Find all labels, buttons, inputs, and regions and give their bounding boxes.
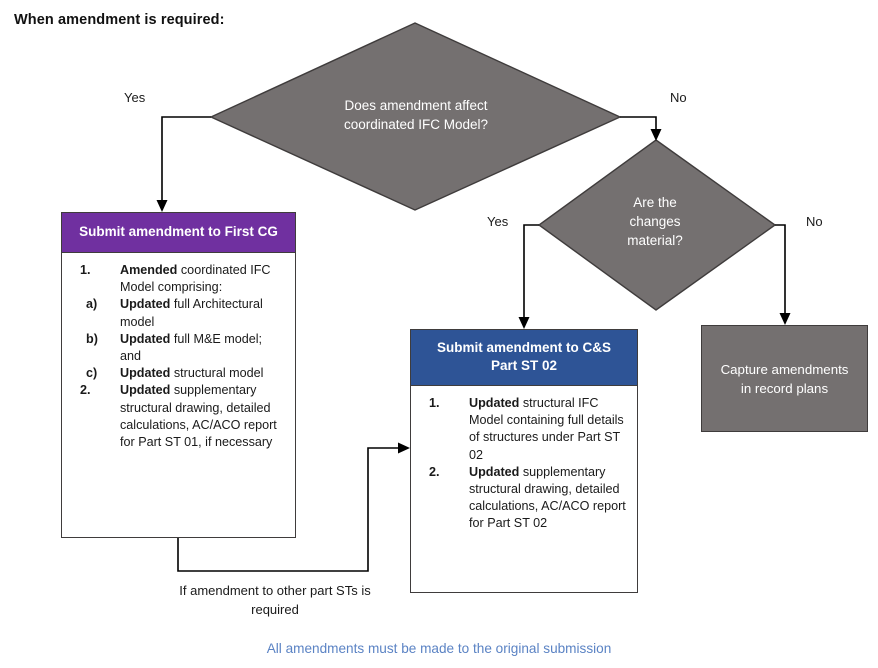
requirement-subitem: c) Updated structural model <box>72 365 285 382</box>
requirement-item-text: Updated supplementary structural drawing… <box>120 383 277 450</box>
arrowhead-yes-to-first-cg <box>156 200 168 212</box>
requirement-list-cs-st02: 1. Updated structural IFC Model containin… <box>421 395 627 533</box>
requirement-item-marker: 1. <box>80 263 91 277</box>
requirement-subitem-text: Updated full M&E model; and <box>120 331 263 364</box>
arrowhead-no-to-capture <box>779 313 791 325</box>
requirement-item-text: Updated supplementary structural drawing… <box>469 464 626 531</box>
process-box-cs-st02-header: Submit amendment to C&S Part ST 02 <box>411 330 637 386</box>
process-box-cs-st02-body: 1. Updated structural IFC Model containin… <box>411 386 637 541</box>
process-box-first-cg-body: 1. Amended coordinated IFC Model comprisi… <box>62 253 295 459</box>
requirement-item: 2. Updated supplementary structural drawi… <box>421 464 627 533</box>
terminal-box-capture-amendments: Capture amendments in record plans <box>701 325 868 432</box>
page-title: When amendment is required: <box>14 12 225 28</box>
connector-caption-loopback: If amendment to other part STs is requir… <box>179 583 371 617</box>
requirement-item-text: Amended coordinated IFC Model comprising… <box>120 263 271 295</box>
requirement-keyword: Updated <box>120 331 171 346</box>
arrowhead-yes-to-cs-st02 <box>518 317 530 329</box>
requirement-keyword: Updated <box>120 383 171 398</box>
requirement-item-marker: 1. <box>429 396 440 410</box>
requirement-subitem: b) Updated full M&E model; and <box>72 331 285 365</box>
edge-label-no-changes-material: No <box>806 214 823 229</box>
requirement-subitem-group: a) Updated full Architectural model b) Upda… <box>72 296 285 382</box>
decision-label-affects-ifc-model: Does amendment affect coordinated IFC Mo… <box>343 98 489 132</box>
requirement-subitem-text: Updated full Architectural model <box>120 297 263 329</box>
connector-no-to-changes-material <box>620 116 657 133</box>
footer-note: All amendments must be made to the origi… <box>266 641 612 656</box>
edge-label-yes-changes-material: Yes <box>487 214 509 229</box>
requirement-subitem: a) Updated full Architectural model <box>72 296 285 330</box>
requirement-item-marker: 2. <box>429 464 440 479</box>
requirement-subitem-marker: b) <box>86 331 98 346</box>
requirement-item-text: Updated structural IFC Model containing … <box>469 396 624 462</box>
terminal-box-capture-amendments-label: Capture amendments in record plans <box>720 361 849 396</box>
process-box-first-cg: Submit amendment to First CG 1. Amended c… <box>61 212 296 538</box>
requirement-subitem-marker: c) <box>86 366 98 381</box>
requirement-keyword: Updated <box>120 366 171 381</box>
requirement-keyword: Amended <box>120 263 178 277</box>
requirement-item: 2. Updated supplementary structural drawi… <box>72 382 285 451</box>
process-box-cs-st02: Submit amendment to C&S Part ST 02 1. Upd… <box>410 329 638 593</box>
connector-yes-to-first-cg <box>161 116 211 205</box>
requirement-keyword: Updated <box>469 396 520 410</box>
requirement-item-marker: 2. <box>80 383 91 398</box>
arrowhead-no-to-changes-material <box>650 129 662 141</box>
process-box-first-cg-header: Submit amendment to First CG <box>62 213 295 253</box>
connector-yes-to-cs-st02 <box>523 224 539 322</box>
requirement-list-first-cg: 1. Amended coordinated IFC Model comprisi… <box>72 262 285 451</box>
connector-no-to-capture <box>775 224 786 318</box>
requirement-keyword: Updated <box>120 297 171 312</box>
edge-label-yes-affects-ifc-model: Yes <box>124 90 146 105</box>
requirement-subitem-marker: a) <box>86 297 98 312</box>
requirement-subitem-text: Updated structural model <box>120 366 264 381</box>
requirement-sublist: a) Updated full Architectural model b) Upda… <box>72 296 285 382</box>
requirement-item: 1. Amended coordinated IFC Model comprisi… <box>72 262 285 296</box>
arrowhead-loopback-to-cs-st02 <box>398 442 410 454</box>
decision-label-changes-material: Are the changes material? <box>627 195 683 248</box>
requirement-keyword: Updated <box>469 464 520 479</box>
edge-label-no-affects-ifc-model: No <box>670 90 687 105</box>
requirement-item: 1. Updated structural IFC Model containin… <box>421 395 627 464</box>
